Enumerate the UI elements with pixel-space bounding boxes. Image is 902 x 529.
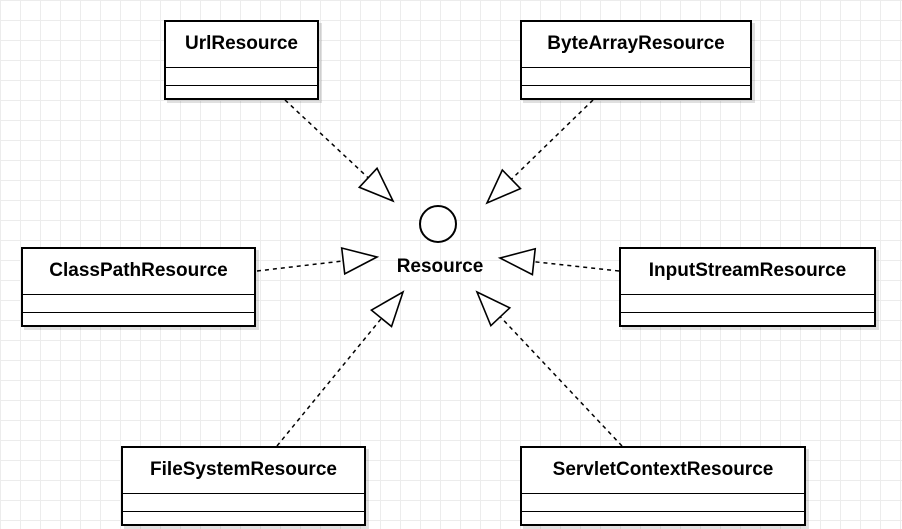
interface-resource-label: Resource (396, 256, 484, 277)
realization-line-inputstream (533, 260, 620, 272)
class-name-file-system-resource: FileSystemResource (123, 448, 364, 494)
class-attributes-compartment (621, 295, 874, 313)
class-name-url-resource: UrlResource (166, 22, 317, 68)
class-attributes-compartment (522, 494, 804, 512)
class-box-input-stream-resource[interactable]: InputStreamResource (619, 247, 876, 327)
realization-arrowhead-url (357, 166, 395, 203)
class-name-class-path-resource: ClassPathResource (23, 249, 254, 295)
class-box-class-path-resource[interactable]: ClassPathResource (21, 247, 256, 327)
realization-arrowhead-filesystem (370, 290, 405, 328)
class-name-input-stream-resource: InputStreamResource (621, 249, 874, 295)
realization-line-servletcontext (499, 316, 623, 447)
realization-line-bytearray (510, 99, 594, 180)
realization-line-url (284, 99, 369, 179)
class-operations-compartment (123, 512, 364, 526)
class-attributes-compartment (123, 494, 364, 512)
class-attributes-compartment (166, 68, 317, 86)
class-box-byte-array-resource[interactable]: ByteArrayResource (520, 20, 752, 100)
class-operations-compartment (522, 86, 750, 100)
class-attributes-compartment (522, 68, 750, 86)
class-box-url-resource[interactable]: UrlResource (164, 20, 319, 100)
realization-arrowhead-bytearray (485, 168, 522, 205)
class-box-servlet-context-resource[interactable]: ServletContextResource (520, 446, 806, 526)
class-operations-compartment (23, 313, 254, 327)
realization-arrowhead-inputstream (497, 247, 537, 276)
class-operations-compartment (621, 313, 874, 327)
class-operations-compartment (166, 86, 317, 100)
class-operations-compartment (522, 512, 804, 526)
class-name-byte-array-resource: ByteArrayResource (522, 22, 750, 68)
class-box-file-system-resource[interactable]: FileSystemResource (121, 446, 366, 526)
class-attributes-compartment (23, 295, 254, 313)
realization-line-classpath (256, 260, 344, 272)
realization-arrowhead-classpath (340, 246, 380, 276)
realization-arrowhead-servletcontext (475, 290, 512, 328)
class-name-servlet-context-resource: ServletContextResource (522, 448, 804, 494)
realization-line-filesystem (276, 317, 383, 447)
interface-lollipop-icon (419, 205, 457, 243)
